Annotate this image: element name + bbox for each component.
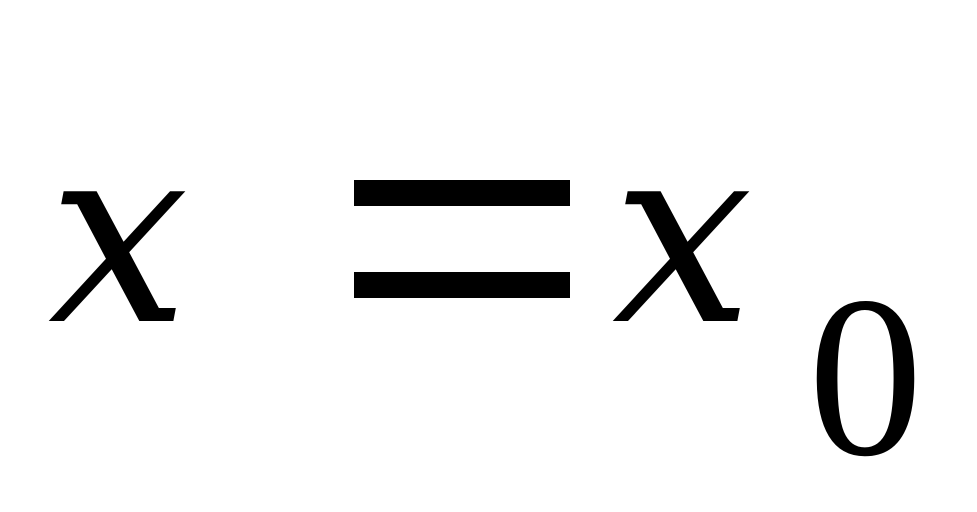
equals-sign xyxy=(354,180,570,298)
rhs-variable-x: x xyxy=(612,89,753,380)
rhs-subscript-zero: 0 xyxy=(808,249,923,504)
equals-top-bar xyxy=(354,180,570,206)
equals-bottom-bar xyxy=(354,272,570,298)
lhs-variable-x: x xyxy=(48,89,189,380)
